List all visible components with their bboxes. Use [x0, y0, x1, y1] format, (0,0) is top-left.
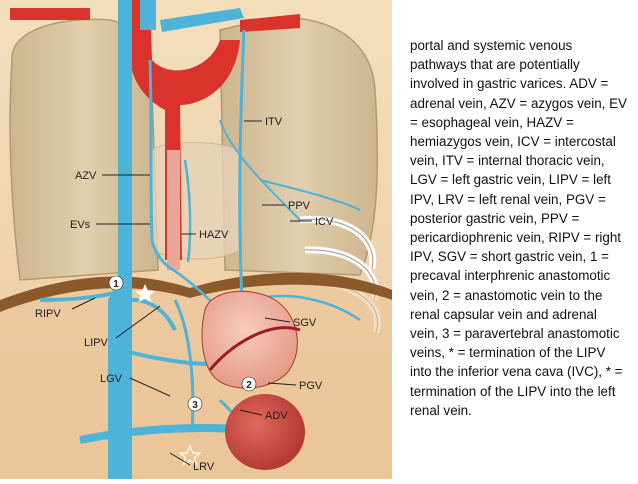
leader-pgv [267, 382, 297, 386]
ppv-vessel [219, 119, 301, 221]
left-brachiocephalic [160, 8, 244, 32]
azygos-vessel [148, 59, 171, 270]
star-renal-marker [178, 444, 202, 466]
leader-lipv [115, 305, 161, 339]
rib-1-edge [299, 218, 374, 269]
label-azv: AZV [75, 170, 97, 182]
label-lgv: LGV [100, 373, 123, 385]
label-sgv: SGV [293, 317, 317, 329]
label-lrv: LRV [193, 461, 215, 473]
label-hazv: HAZV [199, 229, 229, 241]
label-pgv: PGV [299, 380, 323, 392]
label-icv: ICV [315, 216, 334, 228]
figure-caption: portal and systemic venous pathways that… [410, 38, 627, 418]
stomach [201, 290, 298, 389]
marker-2-label: 2 [246, 380, 252, 391]
marker-3 [187, 396, 203, 412]
label-adv: ADV [265, 410, 288, 422]
pgv-vessel [173, 299, 195, 431]
mediastinum [149, 142, 243, 260]
artery-top-right [240, 14, 300, 32]
leader-sgv [264, 317, 291, 323]
brachiocephalic-vein [140, 0, 156, 30]
ripv-vessel [39, 290, 119, 302]
leader-lrv [169, 452, 191, 466]
label-lipv: LIPV [84, 337, 109, 349]
lipv-vessel [131, 298, 177, 331]
artery-top-left [10, 8, 90, 20]
esophagus-segment [167, 150, 180, 270]
ivc-svc [108, 0, 132, 479]
label-itv: ITV [265, 116, 283, 128]
leader-ripv [71, 297, 96, 310]
label-evs: EVs [70, 219, 91, 231]
star-ivc-marker [135, 284, 155, 303]
itv-vessel [238, 29, 246, 301]
icv-vessel [259, 179, 361, 211]
stomach-fold [208, 326, 301, 371]
diaphragm [0, 272, 392, 312]
marker-2 [241, 376, 257, 392]
marker-1-label: 1 [113, 279, 119, 290]
label-ripv: RIPV [35, 308, 61, 320]
marker-3-label: 3 [192, 400, 198, 411]
aorta [130, 0, 240, 260]
hazv-vessel [183, 159, 192, 263]
venous-pathway-diagram: 1 2 3 ITV AZV PPV ICV EVs HAZV RIPV LIPV… [0, 0, 392, 479]
label-ppv: PPV [288, 200, 311, 212]
marker-1 [108, 275, 124, 291]
left-kidney [225, 394, 305, 470]
anatomy-figure: 1 2 3 ITV AZV PPV ICV EVs HAZV RIPV LIPV… [0, 0, 392, 479]
leader-lgv [129, 377, 171, 397]
leader-adv [239, 409, 263, 416]
